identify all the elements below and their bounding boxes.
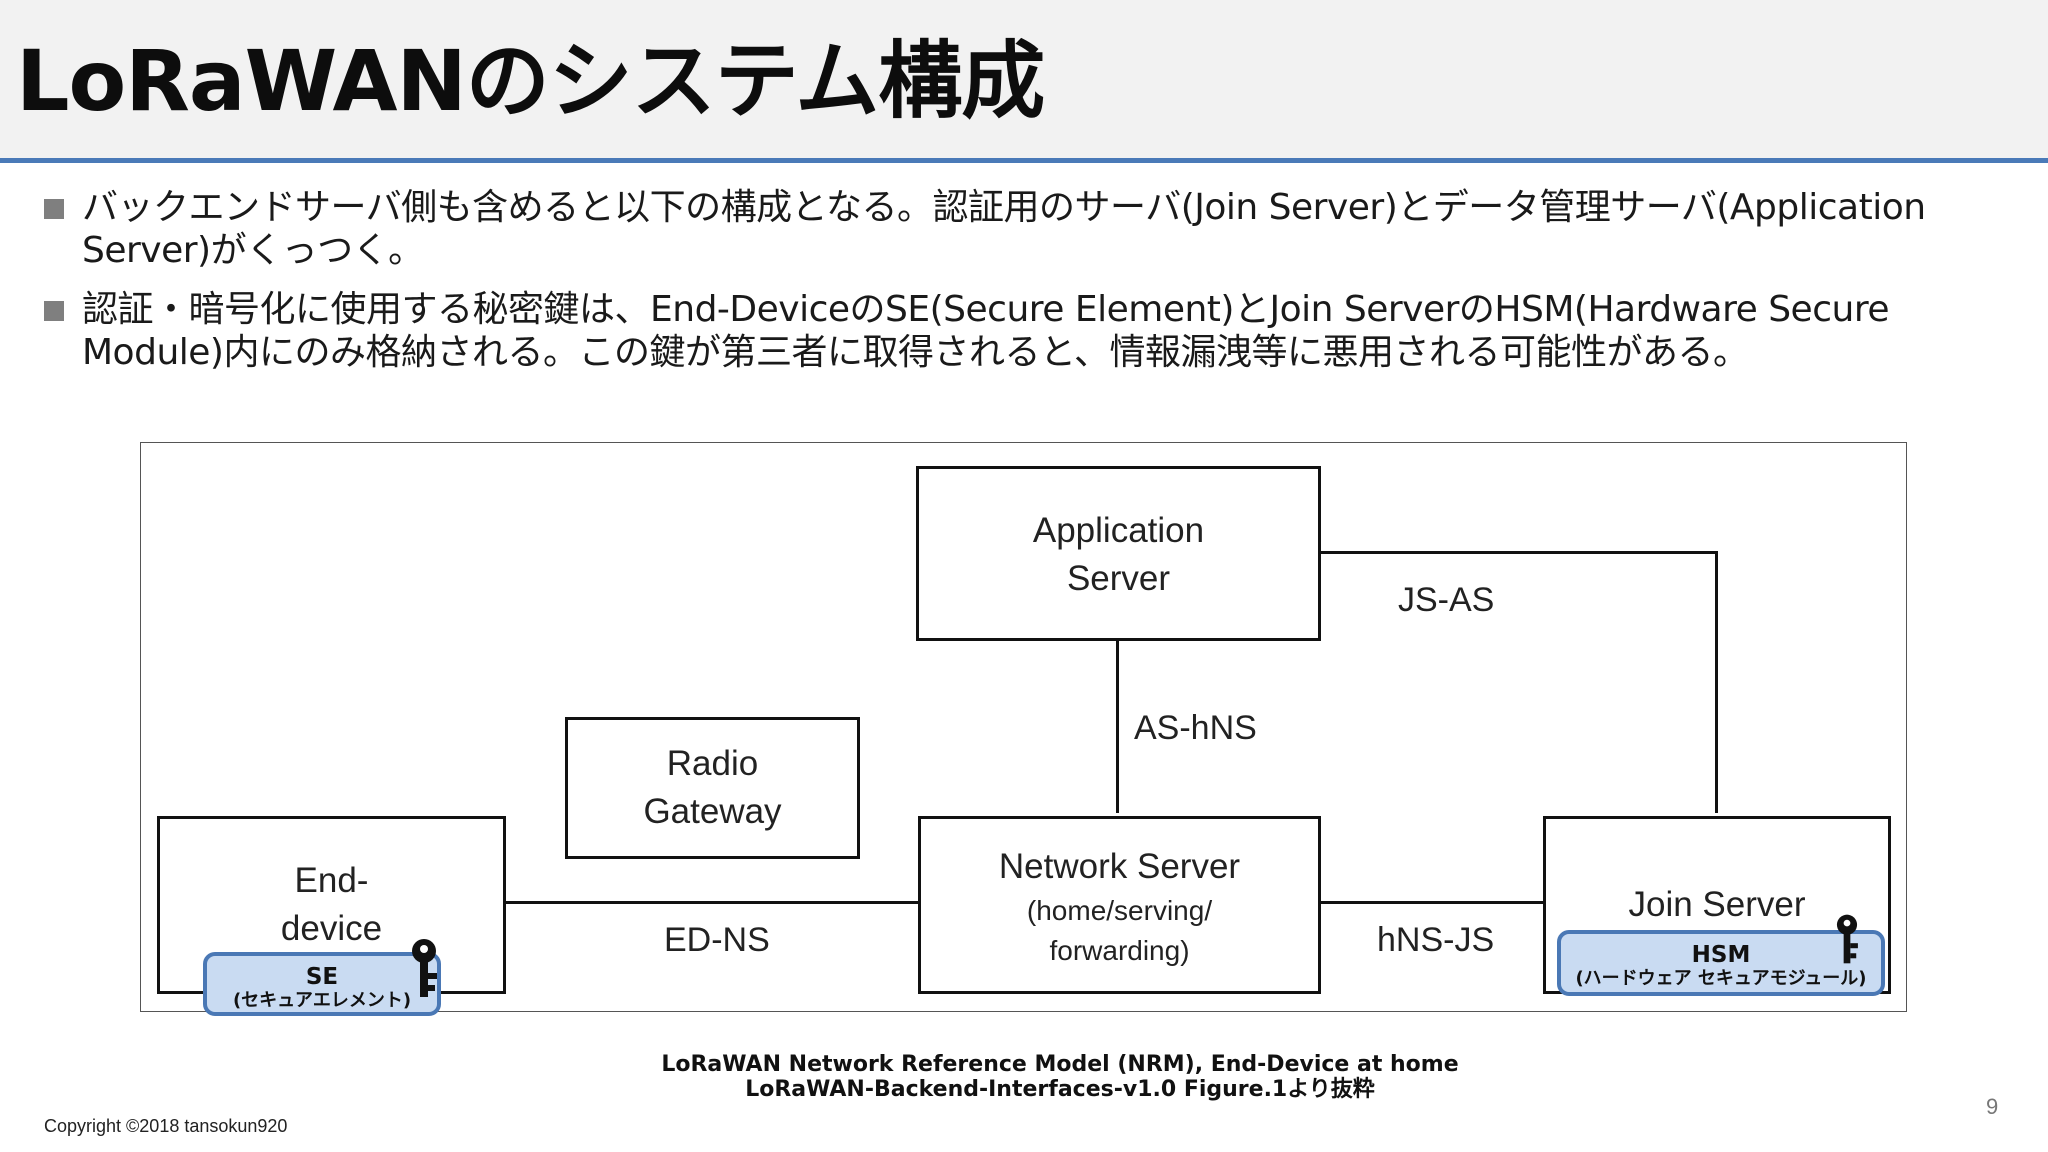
hsm-subtitle: (ハードウェア セキュアモジュール) (1575, 968, 1867, 989)
page-title: LoRaWANのシステム構成 (16, 32, 1045, 130)
key-icon (412, 939, 437, 997)
square-bullet-icon (44, 301, 64, 321)
hsm-title: HSM (1691, 942, 1751, 968)
node-label: Server (1066, 559, 1171, 598)
bullet-text: バックエンドサーバ側も含めると以下の構成となる。認証用のサーバ(Join Ser… (82, 187, 1926, 271)
edge-label-js-as: JS-AS (1398, 581, 1495, 619)
key-icon (1836, 914, 1858, 964)
se-subtitle: (セキュアエレメント) (232, 990, 412, 1011)
list-item: バックエンドサーバ側も含めると以下の構成となる。認証用のサーバ(Join Ser… (44, 186, 2034, 272)
radio-gateway-node: Radio Gateway (565, 717, 860, 859)
architecture-diagram: JS-AS AS-hNS ED-NS hNS-JS Application Se… (140, 442, 1907, 1016)
edge-label-hns-js: hNS-JS (1377, 921, 1495, 959)
hsm-badge: HSM (ハードウェア セキュアモジュール) (1557, 930, 1885, 996)
node-label: Join Server (1628, 885, 1806, 924)
application-server-node: Application Server (916, 466, 1321, 641)
node-sublabel: forwarding) (1049, 935, 1190, 966)
page-number: 9 (1986, 1094, 1999, 1119)
edge-ed-ns (506, 901, 1061, 904)
list-item: 認証・暗号化に使用する秘密鍵は、End-DeviceのSE(Secure Ele… (44, 288, 2034, 374)
se-badge: SE (セキュアエレメント) (203, 952, 441, 1016)
edge-js-as-vertical (1715, 551, 1718, 813)
node-sublabel: (home/serving/ (1026, 895, 1213, 926)
edge-label-ed-ns: ED-NS (664, 921, 770, 959)
caption-line: LoRaWAN Network Reference Model (NRM), E… (661, 1052, 1459, 1077)
node-label: Radio (666, 744, 759, 783)
edge-as-hns (1116, 639, 1119, 813)
title-divider (0, 158, 2048, 163)
network-server-node: Network Server (home/serving/ forwarding… (918, 816, 1321, 994)
edge-js-as-horizontal (1319, 551, 1717, 554)
square-bullet-icon (44, 199, 64, 219)
bullet-text: 認証・暗号化に使用する秘密鍵は、End-DeviceのSE(Secure Ele… (82, 289, 1889, 373)
edge-label-as-hns: AS-hNS (1134, 709, 1257, 747)
node-label: Network Server (998, 847, 1241, 886)
se-title: SE (305, 964, 339, 990)
node-label: Gateway (643, 792, 782, 831)
node-label: End- (294, 861, 369, 900)
node-label: Application (1032, 511, 1205, 550)
bullet-list: バックエンドサーバ側も含めると以下の構成となる。認証用のサーバ(Join Ser… (44, 186, 2034, 390)
slide-header: LoRaWANのシステム構成 (0, 0, 2048, 158)
node-label: device (280, 909, 383, 948)
edge-hns-js (1319, 901, 1543, 904)
caption-line: LoRaWAN-Backend-Interfaces-v1.0 Figure.1… (745, 1077, 1375, 1102)
figure-caption: LoRaWAN Network Reference Model (NRM), E… (540, 1052, 1580, 1102)
copyright-text: Copyright ©2018 tansokun920 (44, 1116, 288, 1136)
